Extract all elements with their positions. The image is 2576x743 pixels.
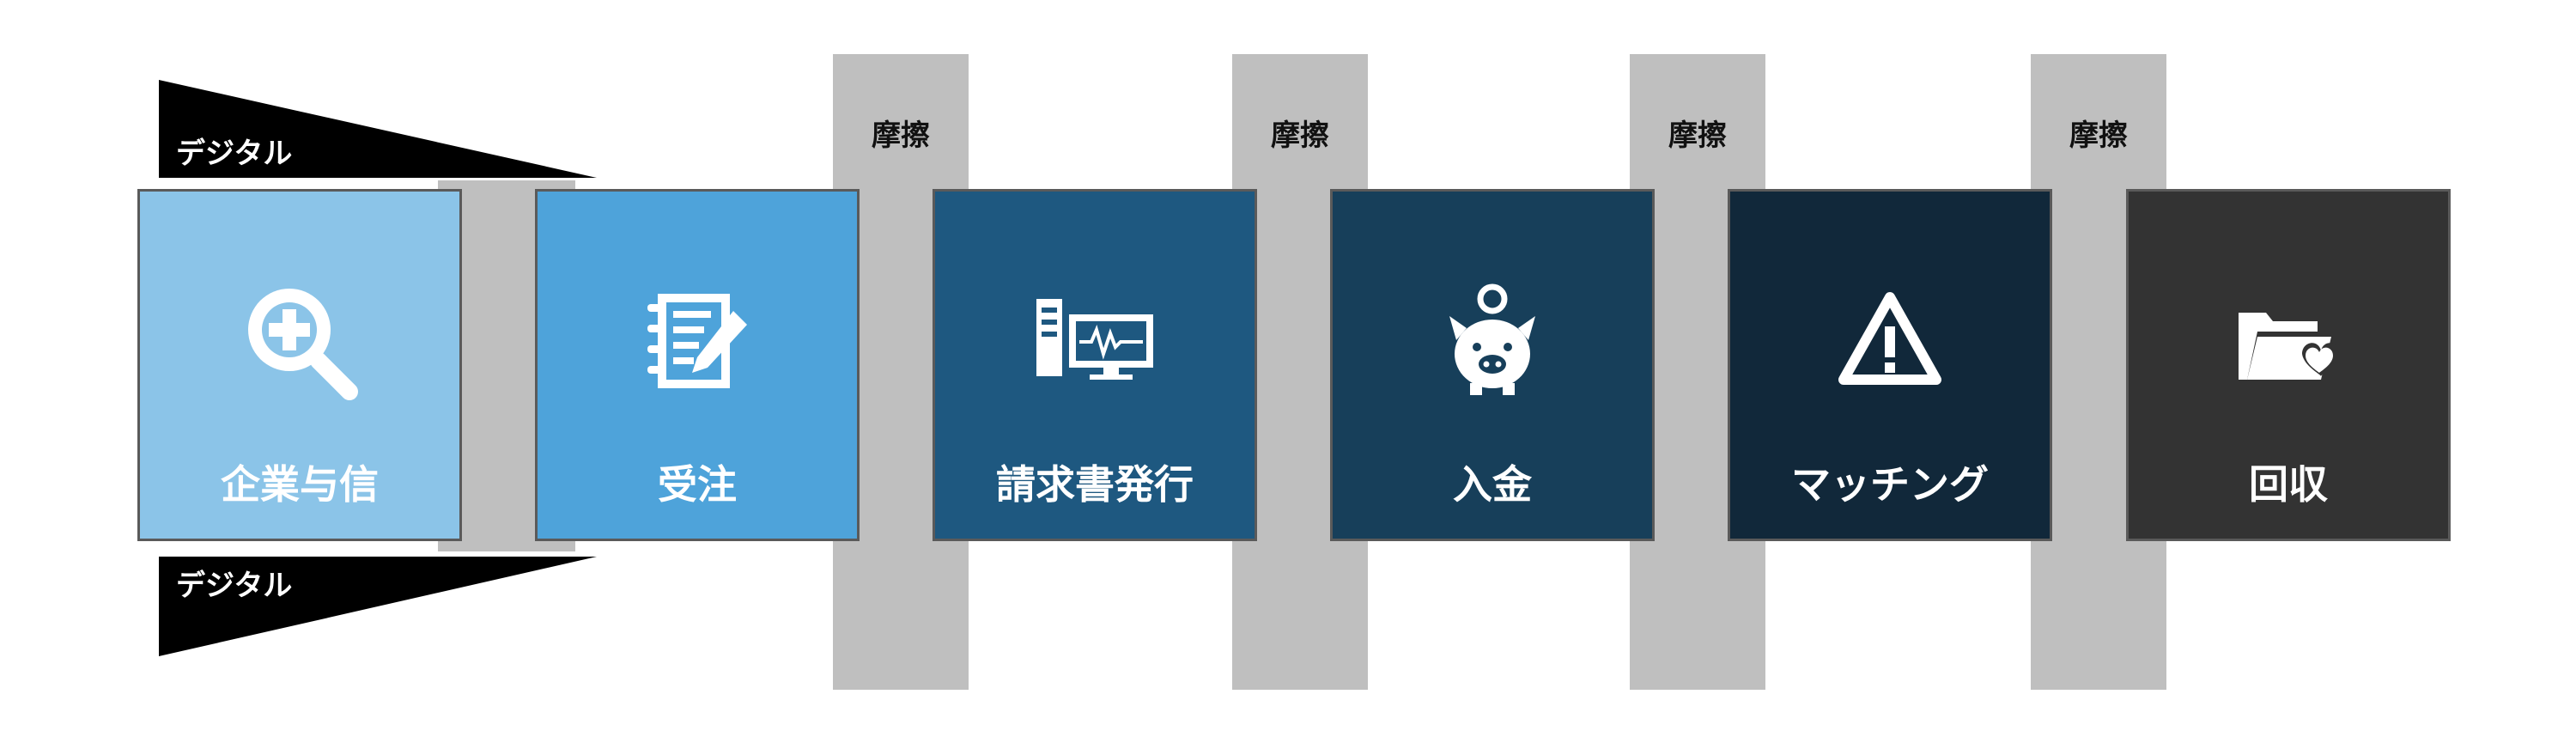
step-payment-receipt: 入金 — [1330, 189, 1655, 541]
digital-wedge-top: デジタル — [159, 80, 597, 183]
step-label: 受注 — [658, 461, 737, 508]
magnifier-plus-icon — [240, 282, 360, 402]
step-label: 請求書発行 — [996, 461, 1194, 508]
piggy-bank-icon — [1432, 282, 1552, 402]
computer-monitor-icon — [1035, 282, 1155, 402]
digital-wedge-bottom: デジタル — [159, 557, 597, 660]
friction-label: 摩擦 — [1271, 119, 1329, 153]
step-matching: マッチング — [1728, 189, 2052, 541]
friction-label: 摩擦 — [2069, 119, 2128, 153]
warning-triangle-icon — [1830, 282, 1950, 402]
step-order: 受注 — [535, 189, 860, 541]
digital-label-bottom: デジタル — [176, 569, 293, 603]
folder-heart-icon — [2228, 282, 2348, 402]
step-label: 入金 — [1453, 461, 1532, 508]
step-label: 企業与信 — [221, 461, 379, 508]
friction-label: 摩擦 — [872, 119, 930, 153]
friction-label: 摩擦 — [1668, 119, 1727, 153]
step-collection: 回収 — [2126, 189, 2451, 541]
step-label: マッチング — [1791, 461, 1989, 508]
step-label: 回収 — [2249, 461, 2328, 508]
step-invoice-issue: 請求書発行 — [933, 189, 1257, 541]
step-credit-check: 企業与信 — [137, 189, 462, 541]
digital-label-top: デジタル — [176, 137, 293, 171]
notebook-pen-icon — [637, 282, 757, 402]
